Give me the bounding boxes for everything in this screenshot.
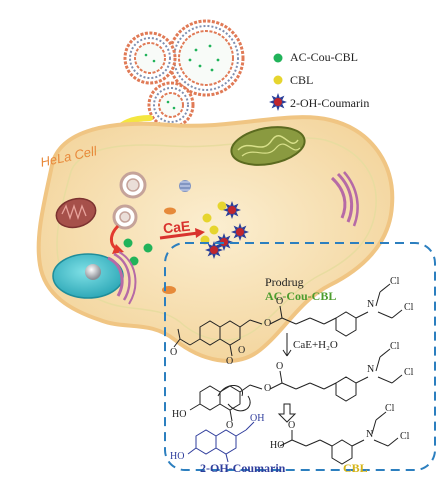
prodrug-name: AC-Cou-CBL xyxy=(265,289,337,303)
reagent-label: CaE+H₂O xyxy=(293,339,338,351)
atom-o-2: O xyxy=(276,296,284,307)
atom-o-7: O xyxy=(276,361,284,372)
coumarin-star-icon xyxy=(231,223,249,241)
atom-cl-1a: Cl xyxy=(390,276,400,287)
mitochondrion-icon xyxy=(55,197,97,229)
atom-o-8: O xyxy=(226,420,234,431)
atom-o-1: O xyxy=(264,318,272,329)
atom-cl-cbl-a: Cl xyxy=(385,403,395,414)
endosome-lower xyxy=(112,204,138,230)
legend-dot-cbl xyxy=(273,75,283,85)
ac-cou-cbl-dots xyxy=(123,238,153,266)
coumarin-stars xyxy=(205,201,249,259)
endosome-upper xyxy=(119,171,147,199)
nucleus-icon xyxy=(52,251,137,305)
legend-label-cbl: CBL xyxy=(290,73,314,87)
atom-cl-2a: Cl xyxy=(390,341,400,352)
atom-o-cbl: O xyxy=(288,420,296,431)
golgi-small-icon xyxy=(179,180,191,192)
cbl-product-structure xyxy=(279,411,399,465)
product-coumarin-label: 2-OH-Coumarin xyxy=(200,461,286,475)
liposome-large xyxy=(167,19,245,97)
coumarin-product-structure xyxy=(187,421,255,463)
prodrug-title: Prodrug xyxy=(265,275,304,289)
product-cbl-label: CBL xyxy=(343,461,368,475)
coumarin-star-icon xyxy=(205,241,223,259)
prodrug-structure xyxy=(173,283,403,423)
liposome-small-bottom xyxy=(147,81,195,129)
liposome-small-left xyxy=(123,31,177,85)
legend-star-shape xyxy=(269,93,287,111)
er-right-icon xyxy=(330,171,359,227)
atom-oh-product: OH xyxy=(250,413,265,424)
cae-label: CaE xyxy=(162,217,191,237)
atom-cl-cbl-b: Cl xyxy=(400,431,410,442)
atom-o-4: O xyxy=(238,345,246,356)
legend-label-ac-cou-cbl: AC-Cou-CBL xyxy=(290,50,359,64)
atom-o-6: O xyxy=(264,383,272,394)
legend xyxy=(269,53,287,111)
legend-dot-ac-cou-cbl xyxy=(273,53,283,63)
atom-ho-1: HO xyxy=(172,409,187,420)
legend-star-icon xyxy=(269,93,287,111)
atom-ho-cbl: HO xyxy=(270,440,285,451)
coumarin-star-icon xyxy=(223,201,241,219)
atom-n-cbl: N xyxy=(366,429,374,440)
atom-cl-1b: Cl xyxy=(404,302,414,313)
atom-ho-product: HO xyxy=(170,451,185,462)
cae-arrow xyxy=(159,231,199,240)
atom-o-5: O xyxy=(170,347,178,358)
atom-cl-2b: Cl xyxy=(404,367,414,378)
atom-n-2: N xyxy=(367,364,375,375)
legend-label-2-oh-coumarin: 2-OH-Coumarin xyxy=(290,96,370,110)
organelle-green-icon xyxy=(230,126,306,166)
atom-n-1: N xyxy=(367,299,375,310)
organelle-orange-1 xyxy=(164,207,176,215)
atom-o-3: O xyxy=(226,356,234,367)
